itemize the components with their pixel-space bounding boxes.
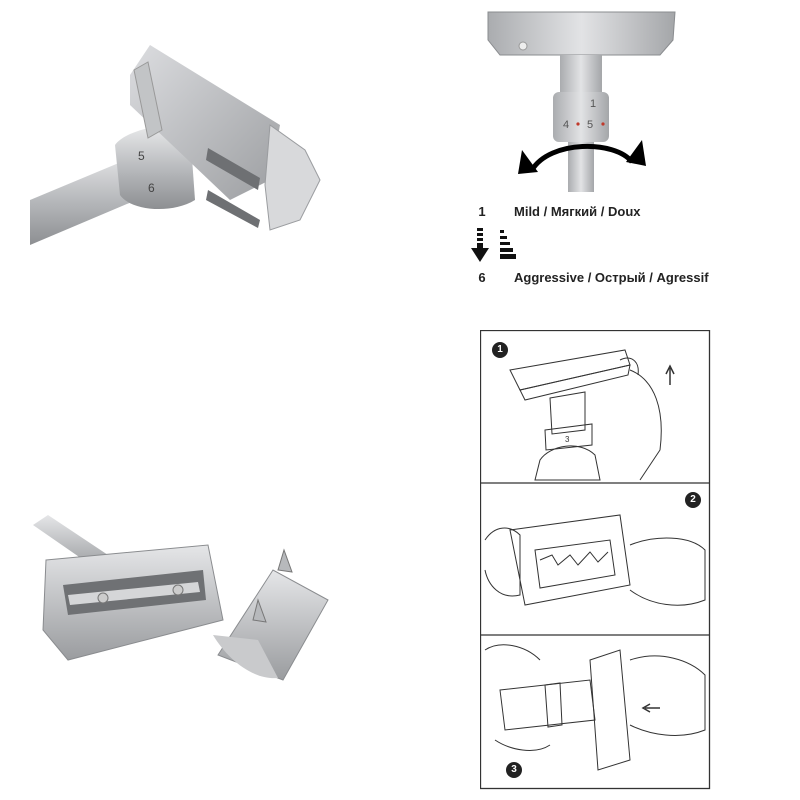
dial-number-1: 1 [590, 98, 596, 110]
step3-illustration [484, 644, 706, 771]
dial-number-4: 4 [563, 119, 569, 131]
dial-number-6: 6 [148, 181, 155, 195]
step1-illustration [509, 349, 675, 481]
step-3-badge: 3 [506, 762, 522, 778]
dial-number-5: 5 [587, 119, 593, 131]
razor-closeup-photo: 5 6 [30, 30, 330, 280]
step1-dial-number: 3 [565, 435, 570, 444]
step2-illustration [484, 514, 706, 606]
legend-mild-number: 1 [478, 204, 486, 219]
disassembled-head-photo [28, 500, 338, 700]
adjustable-razor-illustration: 1 4 5 [487, 11, 676, 192]
step-2-badge: 2 [685, 492, 701, 508]
legend-aggressive-number: 6 [478, 270, 486, 285]
rotation-arrow-icon [518, 140, 646, 174]
legend-mild-text: Mild / Мягкий / Doux [514, 204, 641, 219]
legend-aggressive: 6 Aggressive / Острый / Agressif [472, 270, 709, 285]
legend-aggressive-text: Aggressive / Острый / Agressif [514, 270, 709, 285]
mild-to-aggressive-icon [470, 228, 530, 264]
legend-mild: 1 Mild / Мягкий / Doux [472, 204, 640, 219]
step-1-badge: 1 [492, 342, 508, 358]
dial-number-5: 5 [138, 149, 145, 163]
adjustment-guide: 1 4 5 1 Mild / Мягкий / Doux 6 A [460, 0, 800, 300]
blade-change-instructions: 3 1 2 3 [480, 330, 712, 790]
